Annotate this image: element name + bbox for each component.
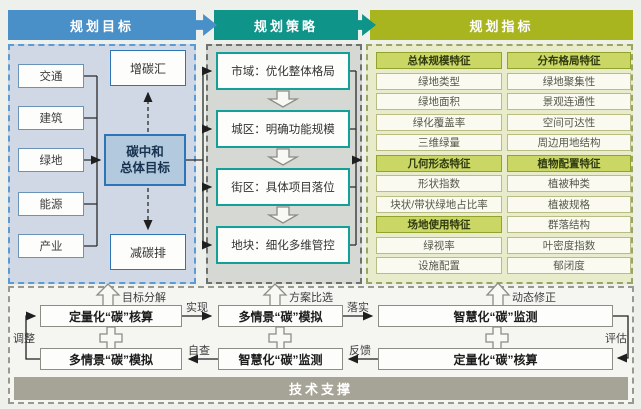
bottom-flow-arrows: [25, 311, 629, 364]
label-evaluate: 评估: [605, 333, 627, 345]
sector-building: 建筑: [18, 106, 84, 130]
indicator-item: 空间可达性: [507, 113, 631, 131]
indicator-column-right: 分布格局特征 绿地聚集性 景观连通性 空间可达性 周边用地结构 植物配置特征 植…: [507, 52, 631, 274]
technical-support-banner: 技术支撑: [14, 377, 628, 400]
indicator-item: 形状指数: [376, 175, 502, 192]
indicator-item: 设施配置: [376, 257, 502, 274]
sector-industry: 产业: [18, 234, 84, 258]
label-plan-comparison: 方案比选: [289, 292, 333, 304]
label-realize: 实现: [186, 302, 208, 314]
core-box-line2: 总体目标: [119, 161, 170, 175]
indicator-item: 绿地类型: [376, 72, 502, 90]
sector-greenspace: 绿地: [18, 148, 84, 172]
indicator-item: 总体规模特征: [376, 52, 502, 69]
indicator-item: 景观连通性: [507, 93, 631, 110]
label-adjust: 调整: [13, 333, 35, 345]
reduce-carbon-emission-box: 减碳排: [110, 234, 186, 270]
carbon-neutral-goal-box: 碳中和 总体目标: [104, 134, 186, 186]
carbon-monitoring-box-2: 智慧化“碳”监测: [218, 348, 343, 370]
carbon-monitoring-box-1: 智慧化“碳”监测: [378, 305, 613, 327]
indicator-item: 分布格局特征: [507, 52, 631, 69]
step-city-region: 市域：优化整体格局: [216, 52, 350, 90]
increase-carbon-sink-box: 增碳汇: [110, 50, 186, 86]
indicator-item: 几何形态特征: [376, 154, 502, 172]
carbon-accounting-box-1: 定量化“碳”核算: [40, 305, 182, 327]
core-box-line1: 碳中和: [126, 144, 164, 159]
core-to-strategy-connector: [186, 66, 213, 250]
strategy-to-indicator-connector: [350, 70, 363, 246]
indicator-column-left: 总体规模特征 绿地类型 绿地面积 绿化覆盖率 三维绿量 几何形态特征 形状指数 …: [376, 52, 502, 274]
step-block: 街区：具体项目落位: [216, 168, 350, 206]
sectors-to-core-connector: [84, 75, 102, 247]
indicator-item: 植被规格: [507, 195, 631, 213]
indicator-item: 叶密度指数: [507, 236, 631, 254]
sector-energy: 能源: [18, 192, 84, 216]
indicator-item: 场地使用特征: [376, 216, 502, 233]
plus-icon: [99, 326, 509, 350]
header-goal: 规划目标: [8, 10, 196, 40]
label-goal-decomposition: 目标分解: [122, 292, 166, 304]
step-urban-area: 城区：明确功能规模: [216, 110, 350, 148]
indicator-item: 周边用地结构: [507, 134, 631, 151]
indicator-item: 群落结构: [507, 216, 631, 233]
label-feedback: 反馈: [349, 345, 371, 357]
indicator-item: 块状/带状绿地占比率: [376, 195, 502, 213]
label-dynamic-correction: 动态修正: [512, 292, 556, 304]
indicator-item: 郁闭度: [507, 257, 631, 274]
carbon-simulation-box-2: 多情景“碳”模拟: [40, 348, 182, 370]
indicator-item: 绿化覆盖率: [376, 113, 502, 131]
indicator-item: 植被种类: [507, 175, 631, 192]
indicator-item: 三维绿量: [376, 134, 502, 151]
carbon-accounting-box-2: 定量化“碳”核算: [378, 348, 613, 370]
indicator-item: 绿地聚集性: [507, 72, 631, 90]
label-self-check: 自查: [188, 345, 210, 357]
step-plot: 地块：细化多维管控: [216, 226, 350, 264]
header-indicator: 规划指标: [370, 10, 633, 40]
label-implement: 落实: [347, 302, 369, 314]
header-strategy: 规划策略: [214, 10, 358, 40]
feedback-up-arrow-icon: [95, 282, 511, 307]
sector-transport: 交通: [18, 64, 84, 88]
indicator-item: 植物配置特征: [507, 154, 631, 172]
carbon-simulation-box-1: 多情景“碳”模拟: [218, 305, 343, 327]
indicator-item: 绿视率: [376, 236, 502, 254]
indicator-item: 绿地面积: [376, 93, 502, 110]
step-down-arrow-icon: [266, 90, 300, 224]
